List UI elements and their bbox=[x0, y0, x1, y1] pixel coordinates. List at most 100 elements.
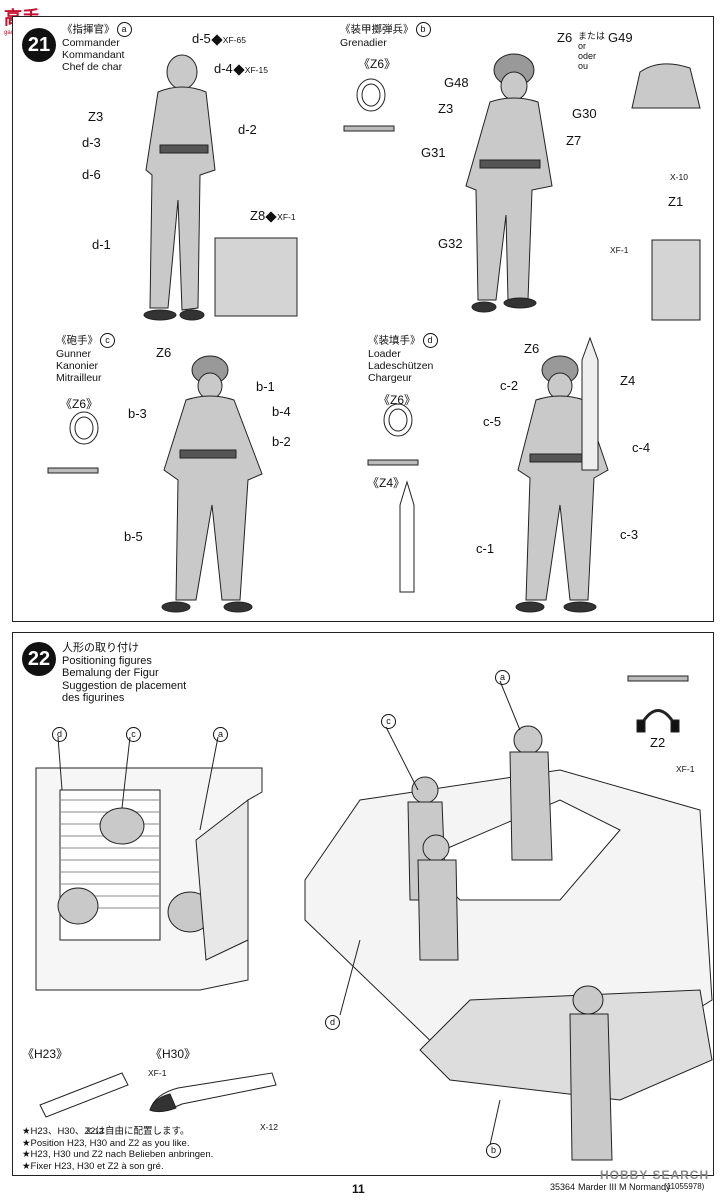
gunner-en: Gunner bbox=[56, 348, 92, 360]
commander-en: Commander bbox=[62, 37, 120, 49]
commander-caption: 《指揮官》a Commander Kommandant Chef de char bbox=[62, 22, 132, 73]
loader-de: Ladeschützen bbox=[368, 360, 434, 372]
label-x12-h30: X-12 bbox=[260, 1122, 278, 1132]
callout-a-vehicle: a bbox=[495, 670, 510, 685]
label-z3-a: Z3 bbox=[88, 109, 104, 124]
label-x10: X-10 bbox=[670, 172, 688, 182]
step22-title: 人形の取り付け Positioning figures Bemalung der… bbox=[62, 642, 186, 705]
commander-id: a bbox=[116, 22, 132, 37]
step22-title-en: Positioning figures bbox=[62, 654, 152, 667]
note-jp: ★H23、H30、Z2は自由に配置します。 bbox=[22, 1126, 190, 1137]
step22-title-fr2: des figurines bbox=[62, 692, 125, 704]
gunner-de: Kanonier bbox=[56, 360, 99, 372]
g49-option: または or oder ou bbox=[578, 31, 605, 71]
callout-a-top: a bbox=[213, 727, 228, 742]
footer-title: Marder III M Normandy bbox=[578, 1182, 671, 1192]
label-x12-h23: X-12 bbox=[86, 1126, 104, 1136]
step21-panel bbox=[12, 16, 714, 622]
label-d3: d-3 bbox=[82, 135, 101, 150]
note-de: ★H23, H30 und Z2 nach Belieben anbringen… bbox=[22, 1149, 214, 1160]
label-z1: Z1 bbox=[668, 194, 684, 209]
label-g31: G31 bbox=[421, 145, 446, 160]
z6-label-c: 《Z6》 bbox=[60, 397, 99, 411]
label-b2: b-2 bbox=[272, 434, 291, 449]
label-b5: b-5 bbox=[124, 529, 143, 544]
commander-fr: Chef de char bbox=[62, 61, 123, 73]
z6-label-d: 《Z6》 bbox=[378, 393, 417, 407]
label-g30: G30 bbox=[572, 106, 597, 121]
label-d2: d-2 bbox=[238, 122, 257, 137]
label-z6-d: Z6 bbox=[524, 341, 540, 356]
g49-oder: oder bbox=[578, 51, 597, 61]
note-fr: ★Fixer H23, H30 et Z2 à son gré. bbox=[22, 1160, 164, 1172]
label-z6-b: Z6 bbox=[557, 30, 573, 45]
callout-c-vehicle: c bbox=[381, 714, 396, 729]
label-z3-b: Z3 bbox=[438, 101, 454, 116]
label-xf1-z1: XF-1 bbox=[610, 245, 629, 255]
label-c4: c-4 bbox=[632, 440, 651, 455]
paint-dot-icon bbox=[233, 63, 245, 76]
label-z4: Z4 bbox=[620, 373, 636, 388]
commander-de: Kommandant bbox=[62, 49, 125, 61]
paint-dot-icon bbox=[211, 33, 223, 46]
label-b1: b-1 bbox=[256, 379, 275, 394]
commander-jp: 《指揮官》 bbox=[62, 23, 115, 36]
step22-notes: ★H23、H30、Z2は自由に配置します。 ★Position H23, H30… bbox=[22, 1126, 213, 1172]
grenadier-en: Grenadier bbox=[340, 37, 387, 49]
gunner-id: c bbox=[100, 333, 115, 348]
g49-mataha: または bbox=[578, 31, 606, 41]
h30-label: 《H30》 bbox=[150, 1047, 197, 1061]
loader-fr: Chargeur bbox=[368, 372, 412, 384]
label-d1: d-1 bbox=[92, 237, 111, 252]
z6-label-b: 《Z6》 bbox=[358, 57, 397, 71]
gunner-fr: Mitrailleur bbox=[56, 372, 102, 384]
grenadier-jp: 《装甲擲弾兵》 bbox=[340, 23, 414, 36]
label-g32: G32 bbox=[438, 236, 463, 251]
callout-c-top: c bbox=[126, 727, 141, 742]
loader-en: Loader bbox=[368, 348, 401, 360]
step21-number: 21 bbox=[22, 28, 56, 62]
figure-drawings-step21 bbox=[47, 53, 701, 613]
label-c2: c-2 bbox=[500, 378, 519, 393]
step22-number: 22 bbox=[22, 642, 56, 676]
footer-watermark: HOBBY SEARCH bbox=[600, 1168, 710, 1182]
label-c3: c-3 bbox=[620, 527, 639, 542]
step22-title-jp: 人形の取り付け bbox=[62, 642, 139, 654]
callout-d-vehicle: d bbox=[325, 1015, 340, 1030]
label-xf1-z2: XF-1 bbox=[676, 764, 695, 774]
label-z7: Z7 bbox=[566, 133, 582, 148]
gunner-caption: 《砲手》c Gunner Kanonier Mitrailleur bbox=[56, 333, 115, 384]
label-g48: G48 bbox=[444, 75, 469, 90]
label-z2: Z2 bbox=[650, 735, 666, 750]
footer-code: 35364 bbox=[550, 1182, 576, 1192]
label-c5: c-5 bbox=[483, 414, 502, 429]
callout-b-vehicle: b bbox=[486, 1143, 501, 1158]
loader-caption: 《装填手》d Loader Ladeschützen Chargeur bbox=[368, 333, 438, 384]
grenadier-id: b bbox=[415, 22, 431, 37]
label-g49: G49 bbox=[608, 30, 633, 45]
page-number: 11 bbox=[352, 1182, 365, 1196]
step22-title-fr1: Suggestion de placement bbox=[62, 679, 187, 692]
label-xf1-h30: XF-1 bbox=[148, 1068, 167, 1078]
label-c1: c-1 bbox=[476, 541, 495, 556]
gunner-jp: 《砲手》 bbox=[56, 334, 98, 347]
g49-ou: ou bbox=[578, 61, 589, 71]
label-b4: b-4 bbox=[272, 404, 291, 419]
callout-d-top: d bbox=[52, 727, 67, 742]
footer-ref: (11055978) bbox=[664, 1182, 705, 1191]
h23-label: 《H23》 bbox=[22, 1047, 69, 1061]
label-b3: b-3 bbox=[128, 406, 147, 421]
note-en: ★Position H23, H30 and Z2 as you like. bbox=[22, 1137, 190, 1149]
loader-jp: 《装填手》 bbox=[368, 334, 421, 347]
z4-label: 《Z4》 bbox=[367, 476, 406, 490]
step22-title-de: Bemalung der Figur bbox=[62, 667, 159, 679]
g49-or: or bbox=[578, 41, 587, 51]
grenadier-caption: 《装甲擲弾兵》b Grenadier bbox=[340, 22, 431, 49]
paint-dot-icon bbox=[265, 210, 277, 223]
loader-id: d bbox=[422, 333, 438, 348]
label-z6-c: Z6 bbox=[156, 345, 172, 360]
